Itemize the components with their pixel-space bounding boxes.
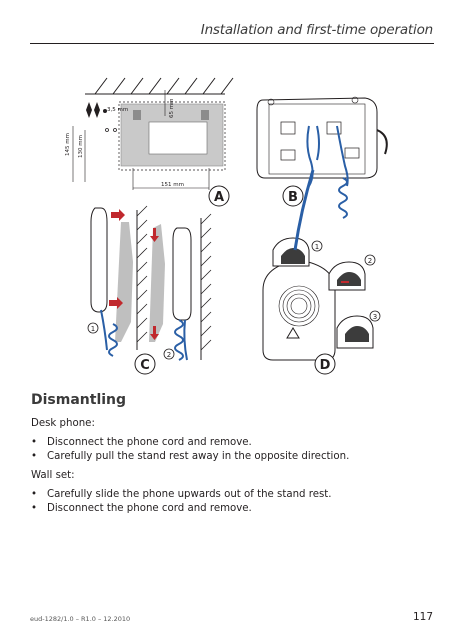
panel-a-wall-template: 3,5 mm 145 mm 130 mm 65 mm 151 mm A — [65, 77, 234, 207]
panel-b-phone-underside: B — [256, 96, 388, 219]
dimension-151-label: 151 mm — [161, 182, 184, 188]
step-1-label-c: 1 — [91, 325, 95, 333]
page-header: Installation and first-time operation — [0, 0, 452, 44]
panel-c-label: C — [140, 358, 150, 373]
desk-phone-label: Desk phone: — [31, 418, 95, 429]
step-2-label-d: 2 — [368, 257, 372, 265]
page-number: 117 — [412, 611, 433, 623]
section-heading: Dismantling — [31, 392, 127, 408]
screw-dimension-label: 3,5 mm — [107, 107, 128, 113]
step-1-label-d: 1 — [315, 243, 319, 251]
step-2-label-c: 2 — [167, 351, 171, 359]
panel-c-wall-set: 1 2 C — [87, 205, 212, 375]
wall-set-label: Wall set: — [31, 470, 75, 481]
list-item-text: Disconnect the phone cord and remove. — [47, 437, 252, 448]
panel-d-desk-stand: 1 2 3 D — [262, 169, 381, 375]
panel-d-label: D — [320, 358, 331, 373]
bullet-dot: • — [31, 437, 38, 448]
chapter-title: Installation and first-time operation — [200, 22, 433, 38]
installation-figure: 3,5 mm 145 mm 130 mm 65 mm 151 mm A — [65, 77, 388, 375]
bullet-dot: • — [31, 451, 38, 462]
document-id: eud-1282/1.0 – R1.0 – 12.2010 — [30, 615, 131, 623]
bullet-dot: • — [31, 489, 38, 500]
dimension-130-label: 130 mm — [78, 135, 84, 158]
dimension-145-label: 145 mm — [65, 133, 71, 156]
header-rule — [30, 43, 434, 44]
step-3-label-d: 3 — [373, 313, 377, 321]
list-item-text: Carefully pull the stand rest away in th… — [47, 451, 350, 462]
panel-b-label: B — [288, 190, 298, 205]
list-item-text: Carefully slide the phone upwards out of… — [47, 489, 332, 500]
list-item-text: Disconnect the phone cord and remove. — [47, 503, 252, 514]
bullet-dot: • — [31, 503, 38, 514]
dimension-65-label: 65 mm — [169, 99, 175, 118]
panel-a-label: A — [214, 190, 224, 205]
